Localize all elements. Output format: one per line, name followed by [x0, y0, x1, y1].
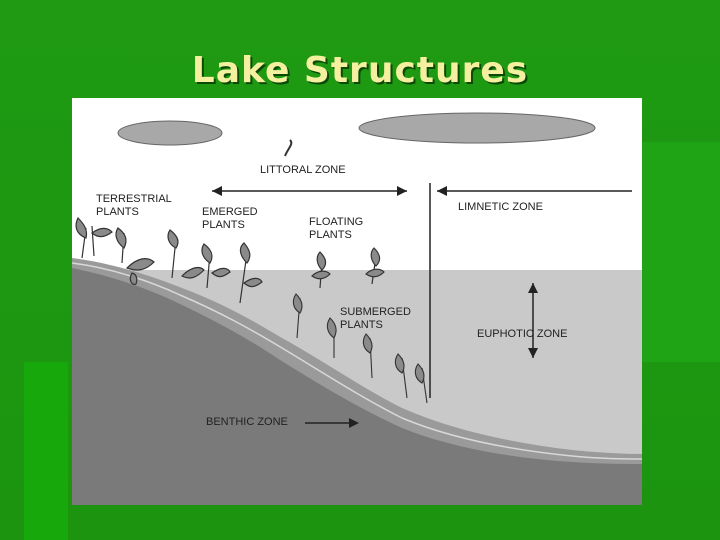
background-band-right: [642, 142, 720, 362]
submerged-plants-label: SUBMERGED PLANTS: [340, 306, 411, 331]
benthic-zone-label: BENTHIC ZONE: [206, 416, 288, 428]
littoral-arrow-left-head: [212, 186, 222, 196]
lake-diagram: LITTORAL ZONE TERRESTRIAL PLANTS EMERGED…: [72, 98, 642, 505]
littoral-arrow-right-head: [397, 186, 407, 196]
euphotic-arrow-top-head: [528, 283, 538, 293]
background-band-left: [24, 362, 68, 540]
lake-diagram-graphic: [72, 112, 642, 505]
cloud-right: [358, 112, 596, 144]
cloud-left: [117, 120, 223, 146]
submerged-plants-icon: [292, 293, 428, 404]
littoral-zone-label: LITTORAL ZONE: [260, 164, 346, 176]
emerged-plants-icon: [167, 229, 263, 304]
euphotic-arrow-bottom-head: [528, 348, 538, 358]
euphotic-zone-label: EUPHOTIC ZONE: [477, 328, 568, 340]
sediment-boundary: [72, 262, 642, 460]
limnetic-zone-label: LIMNETIC ZONE: [458, 201, 543, 213]
bird-icon: [284, 139, 293, 157]
limnetic-arrow-head: [437, 186, 447, 196]
terrestrial-plants-label: TERRESTRIAL PLANTS: [96, 193, 172, 218]
floating-plants-icon: [311, 247, 385, 289]
terrestrial-plants-icon: [75, 216, 155, 285]
emerged-plants-label: EMERGED PLANTS: [202, 206, 258, 231]
slide-title: Lake Structures: [191, 50, 529, 91]
floating-plants-label: FLOATING PLANTS: [309, 216, 364, 241]
benthic-sediment: [72, 268, 642, 505]
benthic-arrow-head: [349, 418, 359, 428]
